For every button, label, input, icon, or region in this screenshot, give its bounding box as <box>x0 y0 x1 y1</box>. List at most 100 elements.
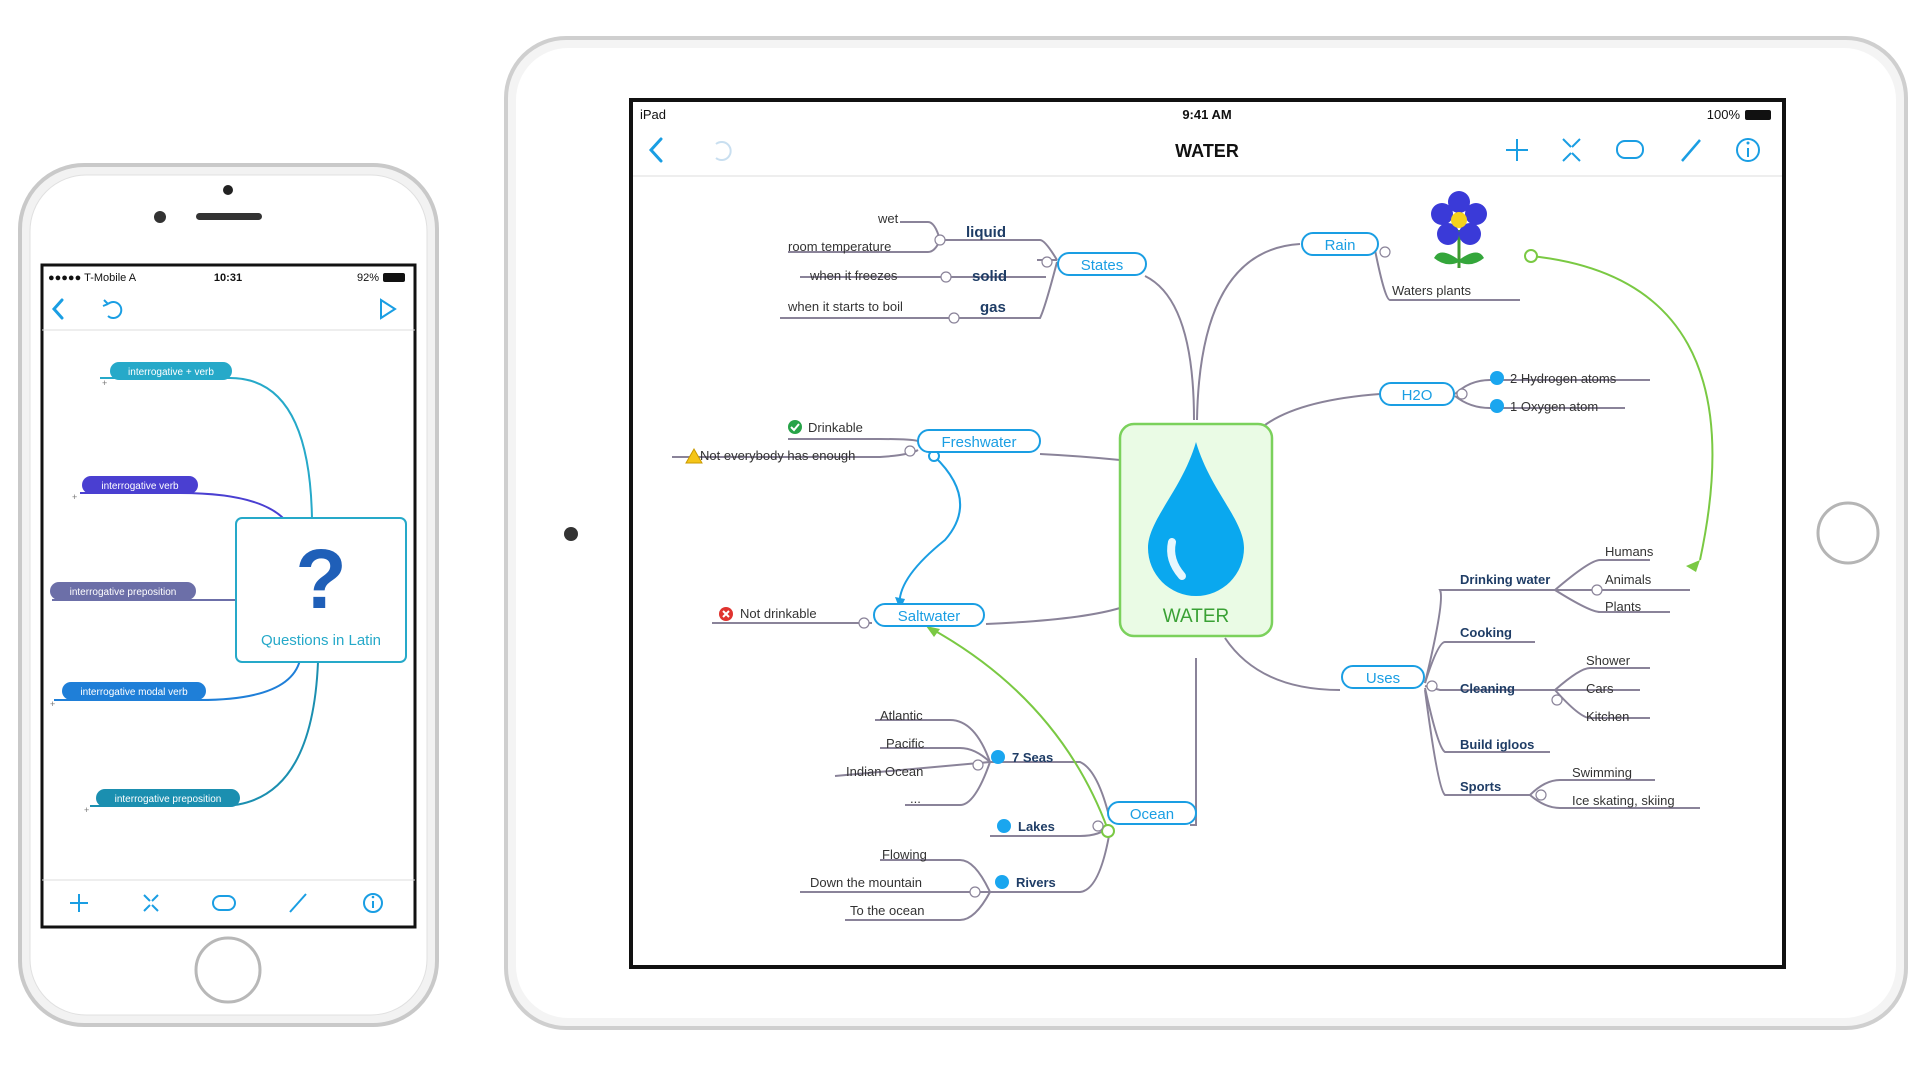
label-waters-plants[interactable]: Waters plants <box>1392 283 1471 298</box>
svg-text:interrogative modal verb: interrogative modal verb <box>80 687 188 698</box>
svg-text:+: + <box>72 492 77 502</box>
node-freshwater[interactable]: Freshwater <box>917 429 1041 453</box>
label-solid[interactable]: solid <box>972 268 1007 285</box>
label-liquid[interactable]: liquid <box>966 224 1006 241</box>
undo-icon[interactable] <box>715 141 732 161</box>
label-seven-seas[interactable]: 7 Seas <box>1012 750 1053 765</box>
label-down-the-mountain[interactable]: Down the mountain <box>810 875 922 890</box>
svg-text:+: + <box>50 699 55 709</box>
label-not-drinkable[interactable]: Not drinkable <box>740 606 817 621</box>
label-ice-skating[interactable]: Ice skating, skiing <box>1572 793 1675 808</box>
add-icon[interactable] <box>70 894 88 912</box>
label-room-temperature[interactable]: room temperature <box>788 239 891 254</box>
blue-arrow-fresh-to-salt <box>898 455 962 609</box>
flower-icon <box>1431 191 1487 268</box>
phone-branch-4[interactable]: interrogative preposition + <box>84 789 240 815</box>
hydrogen-bullet-icon <box>1490 371 1504 385</box>
label-kitchen[interactable]: Kitchen <box>1586 709 1629 724</box>
label-lakes[interactable]: Lakes <box>1018 819 1055 834</box>
label-cooking[interactable]: Cooking <box>1460 625 1512 640</box>
node-uses[interactable]: Uses <box>1341 665 1425 689</box>
phone-center-node[interactable]: ? Questions in Latin <box>235 517 407 663</box>
note-icon[interactable] <box>1616 140 1644 159</box>
lakes-bullet-icon <box>997 819 1011 833</box>
label-when-it-starts-to-boil[interactable]: when it starts to boil <box>787 299 903 314</box>
ipad-battery-icon <box>1745 110 1771 120</box>
svg-text:Rain: Rain <box>1325 237 1356 254</box>
info-icon[interactable] <box>363 893 383 913</box>
node-saltwater[interactable]: Saltwater <box>873 603 985 627</box>
label-swimming[interactable]: Swimming <box>1572 765 1632 780</box>
label-plants[interactable]: Plants <box>1605 599 1642 614</box>
label-drinkable[interactable]: Drinkable <box>808 420 863 435</box>
green-arrow-rain-to-animals <box>1530 255 1714 561</box>
label-sports[interactable]: Sports <box>1460 779 1501 794</box>
svg-text:+: + <box>102 378 107 388</box>
info-icon[interactable] <box>1736 138 1760 162</box>
collapse-icon[interactable] <box>1562 138 1581 162</box>
label-drinking-water[interactable]: Drinking water <box>1460 572 1550 587</box>
phone-branch-3[interactable]: interrogative modal verb + <box>50 682 206 709</box>
add-icon[interactable] <box>1506 139 1528 161</box>
svg-text:interrogative verb: interrogative verb <box>101 481 179 492</box>
ipad-camera <box>564 527 578 541</box>
label-animals[interactable]: Animals <box>1605 572 1652 587</box>
collapse-icon[interactable] <box>143 894 159 912</box>
play-icon[interactable] <box>380 298 397 320</box>
label-rivers[interactable]: Rivers <box>1016 875 1056 890</box>
svg-text:H2O: H2O <box>1402 387 1433 404</box>
page-title: WATER <box>1175 141 1239 161</box>
home-button[interactable] <box>194 936 262 1004</box>
label-wet[interactable]: wet <box>877 211 899 226</box>
label-cars[interactable]: Cars <box>1586 681 1614 696</box>
mindmap-connections <box>672 221 1700 921</box>
center-label: WATER <box>1163 606 1230 627</box>
svg-text:+: + <box>84 805 89 815</box>
label-gas[interactable]: gas <box>980 299 1006 316</box>
question-mark-icon: ? <box>295 532 346 626</box>
svg-text:interrogative + verb: interrogative + verb <box>128 367 214 378</box>
label-to-the-ocean[interactable]: To the ocean <box>850 903 924 918</box>
ipad-battery: 100% <box>1707 107 1741 122</box>
ipad-home-button[interactable] <box>1816 501 1880 565</box>
phone-center-label: Questions in Latin <box>261 632 381 649</box>
node-ocean[interactable]: Ocean <box>1107 801 1197 825</box>
check-icon <box>788 420 802 434</box>
ipad-device: iPad 9:41 AM 100% WATER <box>460 0 1920 1080</box>
label-build-igloos[interactable]: Build igloos <box>1460 737 1534 752</box>
center-node-water[interactable]: WATER <box>1118 422 1274 638</box>
label-indian-ocean[interactable]: Indian Ocean <box>846 764 923 779</box>
label-when-it-freezes[interactable]: when it freezes <box>809 268 898 283</box>
label-not-everybody[interactable]: Not everybody has enough <box>700 448 855 463</box>
label-ellipsis[interactable]: ... <box>910 791 921 806</box>
svg-text:Freshwater: Freshwater <box>941 434 1016 451</box>
brush-icon[interactable] <box>1681 139 1701 162</box>
brush-icon[interactable] <box>289 893 307 913</box>
label-shower[interactable]: Shower <box>1586 653 1631 668</box>
seven-seas-bullet-icon <box>991 750 1005 764</box>
phone-branch-0[interactable]: interrogative + verb + <box>102 362 232 388</box>
undo-icon[interactable] <box>102 299 123 319</box>
green-arrow-ocean-to-salt <box>929 627 1109 831</box>
label-flowing[interactable]: Flowing <box>882 847 927 862</box>
proximity-sensor <box>154 211 166 223</box>
label-cleaning[interactable]: Cleaning <box>1460 681 1515 696</box>
phone-time: 10:31 <box>214 272 242 284</box>
phone-branch-1[interactable]: interrogative verb + <box>72 476 198 502</box>
label-hydrogen[interactable]: 2 Hydrogen atoms <box>1510 371 1617 386</box>
phone-battery-icon <box>383 273 405 282</box>
note-icon[interactable] <box>212 895 236 911</box>
phone-branch-2[interactable]: interrogative preposition <box>50 582 196 600</box>
label-pacific[interactable]: Pacific <box>886 736 925 751</box>
label-atlantic[interactable]: Atlantic <box>880 708 923 723</box>
node-states[interactable]: States <box>1057 252 1147 276</box>
collapse-handles <box>858 234 1603 898</box>
label-humans[interactable]: Humans <box>1605 544 1654 559</box>
ipad-label: iPad <box>640 107 666 122</box>
node-rain[interactable]: Rain <box>1301 232 1379 256</box>
back-chevron-icon[interactable] <box>648 137 663 163</box>
node-h2o[interactable]: H2O <box>1379 382 1455 406</box>
back-chevron-icon[interactable] <box>51 298 64 320</box>
label-oxygen[interactable]: 1 Oxygen atom <box>1510 399 1598 414</box>
warning-icon <box>685 447 703 464</box>
